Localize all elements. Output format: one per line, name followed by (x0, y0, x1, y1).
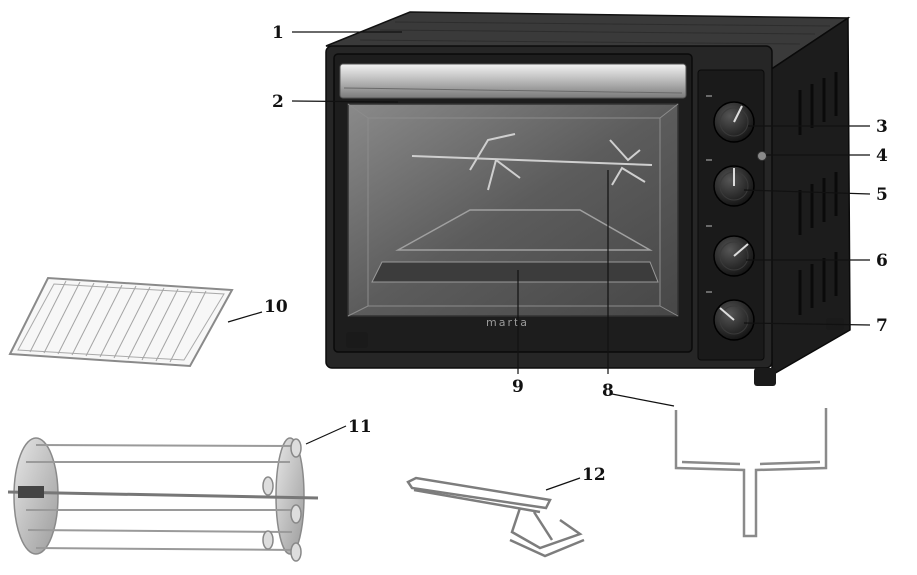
rotisserie-handle (674, 408, 828, 538)
timer-knob[interactable] (713, 299, 755, 341)
callout-12: 12 (582, 465, 606, 485)
callout-2: 2 (272, 92, 284, 112)
callout-5: 5 (876, 185, 888, 205)
wire-rack (8, 276, 234, 368)
callout-7: 7 (876, 316, 888, 336)
callout-8: 8 (602, 381, 614, 401)
function-knob[interactable] (713, 165, 755, 207)
tray-handle (406, 476, 585, 558)
side-vents (798, 72, 838, 315)
callout-9: 9 (512, 377, 524, 397)
mode-knob[interactable] (713, 235, 755, 277)
callout-3: 3 (876, 117, 888, 137)
brand-logo: marta (486, 316, 529, 329)
oven: marta (325, 11, 851, 386)
door-handle (339, 63, 687, 99)
callout-10: 10 (264, 297, 288, 317)
leader-lines (227, 31, 871, 491)
callout-1: 1 (272, 23, 284, 43)
rotisserie-cage (7, 437, 319, 562)
callout-4: 4 (876, 146, 888, 166)
foot-front-right (754, 368, 776, 386)
temperature-knob[interactable] (713, 101, 755, 143)
callout-11: 11 (348, 417, 372, 437)
foot-front-left (346, 332, 368, 348)
rotisserie-spit (411, 133, 653, 191)
callout-numbers: 1 2 3 4 5 6 7 8 9 10 11 12 (264, 23, 888, 485)
baking-tray (371, 261, 659, 283)
indicator-light (757, 151, 767, 161)
inner-rack (395, 209, 653, 251)
callout-6: 6 (876, 251, 888, 271)
control-panel (697, 69, 765, 361)
